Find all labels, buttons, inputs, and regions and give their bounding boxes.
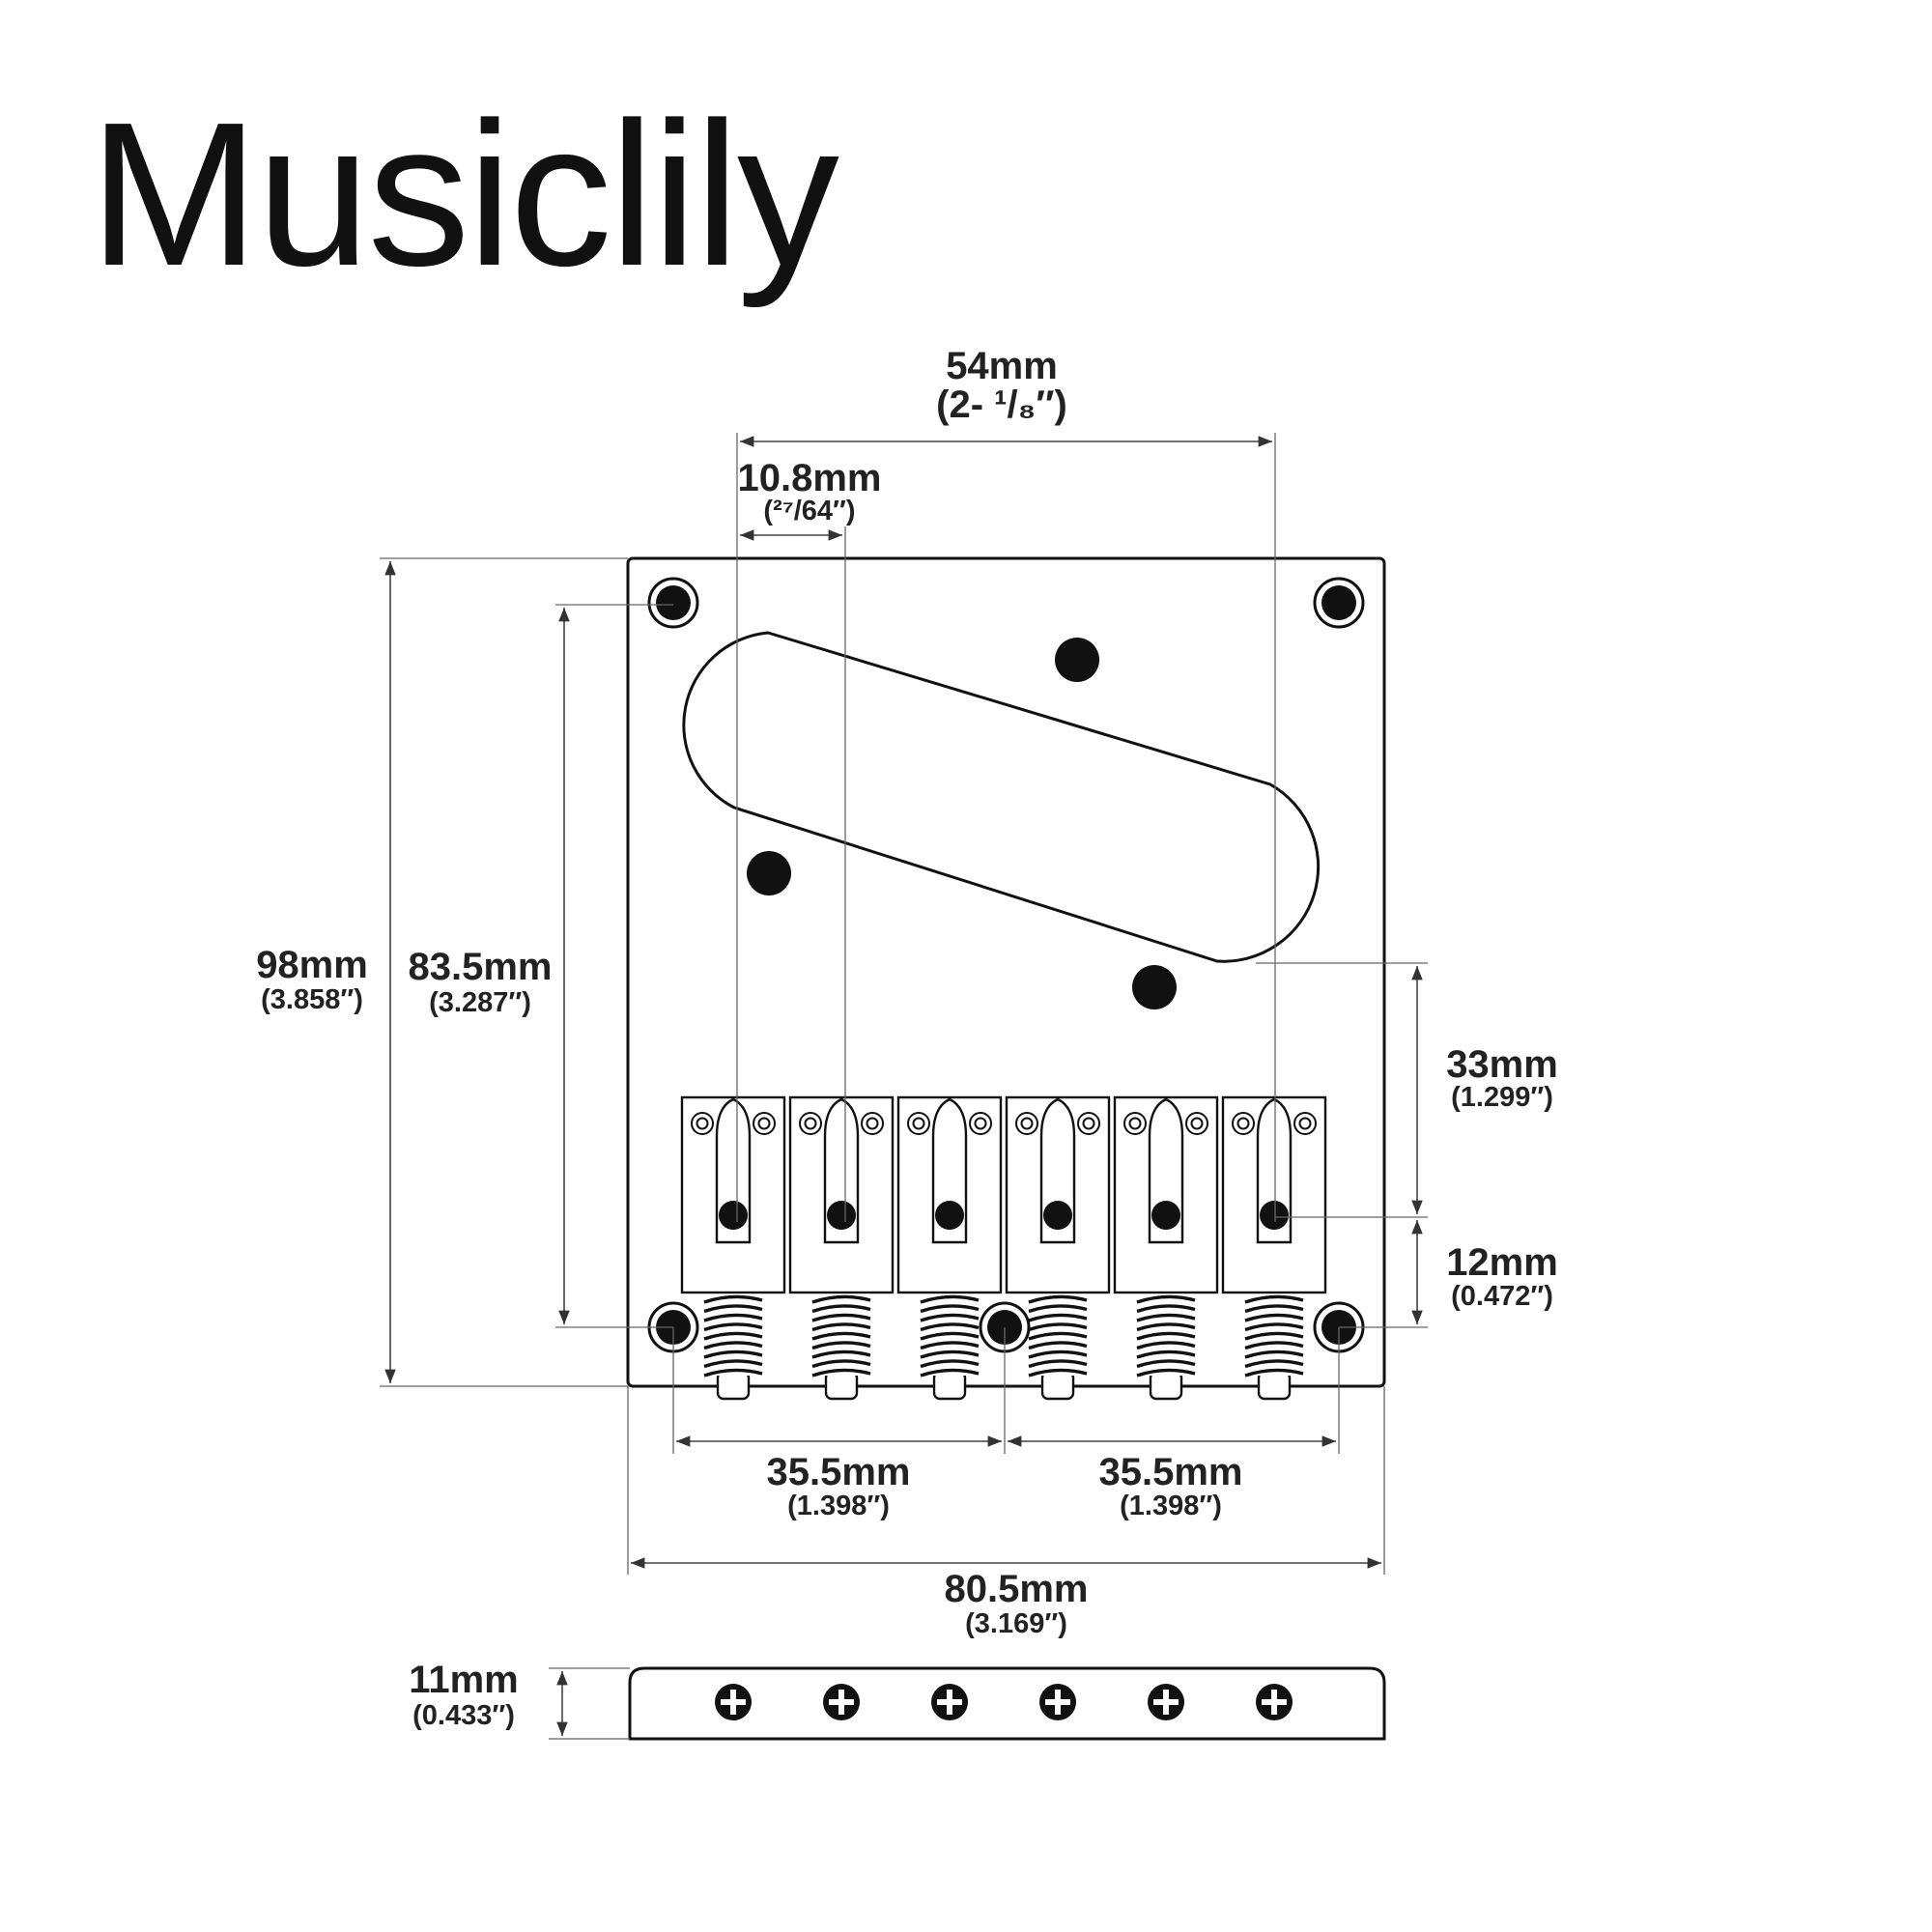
pickup-screw-holes xyxy=(747,638,1177,1009)
dim-35-5mm-left-inch: (1.398″) xyxy=(787,1491,890,1521)
dim-12mm-inch: (0.472″) xyxy=(1451,1281,1553,1312)
dim-83-5mm: 83.5mm (3.287″) xyxy=(409,604,673,1328)
height-screw-icon xyxy=(799,1112,822,1135)
dim-11mm-label: 11mm xyxy=(409,1659,518,1701)
height-screw-icon xyxy=(691,1112,714,1135)
dim-35-5mm-right-inch: (1.398″) xyxy=(1120,1491,1222,1521)
saddle-screw xyxy=(1043,1201,1072,1230)
dim-98mm-label: 98mm xyxy=(256,944,368,986)
dim-80-5mm: 80.5mm (3.169″) xyxy=(627,1386,1385,1639)
saddle-screw xyxy=(1260,1201,1289,1230)
height-screw-icon xyxy=(1232,1112,1255,1135)
mounting-holes xyxy=(647,577,1365,629)
dim-10-8mm: 10.8mm (²⁷/64″) xyxy=(738,457,882,1222)
saddle-spring xyxy=(703,1293,763,1401)
height-screw-icon xyxy=(861,1112,884,1135)
height-screw-icon xyxy=(1077,1112,1100,1135)
dim-12mm-label: 12mm xyxy=(1446,1241,1558,1284)
dim-54mm-inch: (2- ¹/₈″) xyxy=(936,384,1067,426)
dim-12mm: 12mm (0.472″) xyxy=(1339,1220,1558,1328)
saddle-screw xyxy=(827,1201,856,1230)
height-screw-icon xyxy=(1293,1112,1317,1135)
dim-80-5mm-inch: (3.169″) xyxy=(965,1608,1067,1639)
phillips-screw-icon xyxy=(1256,1684,1293,1720)
height-screw-icon xyxy=(969,1112,992,1135)
saddle-1 xyxy=(680,1095,786,1401)
dim-35-5mm-right-label: 35.5mm xyxy=(1099,1451,1243,1493)
saddle-5 xyxy=(1113,1095,1219,1401)
saddle-screw xyxy=(719,1201,748,1230)
dim-11mm-inch: (0.433″) xyxy=(412,1700,515,1731)
dim-33mm-inch: (1.299″) xyxy=(1451,1082,1553,1113)
dim-35-5mm-left-label: 35.5mm xyxy=(767,1451,911,1493)
dim-83-5mm-inch: (3.287″) xyxy=(429,987,531,1018)
saddle-4 xyxy=(1005,1095,1111,1401)
saddle-spring xyxy=(920,1293,980,1401)
side-view xyxy=(628,1666,1386,1741)
dim-83-5mm-label: 83.5mm xyxy=(409,946,553,988)
brand-title: Musiclily xyxy=(89,79,839,308)
saddle-6 xyxy=(1221,1095,1327,1401)
dim-98mm: 98mm (3.858″) xyxy=(256,557,628,1387)
dim-33mm: 33mm (1.299″) xyxy=(1256,962,1558,1218)
saddle-spring xyxy=(1244,1293,1304,1401)
dim-11mm: 11mm (0.433″) xyxy=(409,1659,630,1740)
dim-10-8mm-inch: (²⁷/64″) xyxy=(763,496,855,526)
height-screw-icon xyxy=(1015,1112,1038,1135)
saddle-screw xyxy=(1151,1201,1180,1230)
dim-33mm-label: 33mm xyxy=(1446,1043,1558,1086)
height-screw-icon xyxy=(907,1112,930,1135)
dim-98mm-inch: (3.858″) xyxy=(261,984,363,1015)
phillips-screw-icon xyxy=(823,1684,860,1720)
phillips-screw-icon xyxy=(1039,1684,1076,1720)
dim-35-5mm: 35.5mm (1.398″) 35.5mm (1.398″) xyxy=(672,1327,1340,1521)
saddles xyxy=(680,1095,1327,1401)
saddle-spring xyxy=(1136,1293,1196,1401)
dim-80-5mm-label: 80.5mm xyxy=(945,1568,1089,1610)
dim-54mm: 54mm (2- ¹/₈″) xyxy=(736,345,1276,1222)
height-screw-icon xyxy=(753,1112,776,1135)
dim-10-8mm-label: 10.8mm xyxy=(738,457,882,499)
phillips-screw-icon xyxy=(1148,1684,1184,1720)
saddle-spring xyxy=(1028,1293,1088,1401)
saddle-screw xyxy=(935,1201,964,1230)
side-view-screws xyxy=(715,1684,1293,1720)
height-screw-icon xyxy=(1185,1112,1208,1135)
phillips-screw-icon xyxy=(715,1684,752,1720)
saddle-2 xyxy=(788,1095,895,1401)
saddle-3 xyxy=(896,1095,1003,1401)
dim-54mm-label: 54mm xyxy=(946,345,1058,387)
pickup-cavity xyxy=(682,631,1321,963)
height-screw-icon xyxy=(1123,1112,1147,1135)
saddle-spring xyxy=(811,1293,871,1401)
phillips-screw-icon xyxy=(931,1684,968,1720)
